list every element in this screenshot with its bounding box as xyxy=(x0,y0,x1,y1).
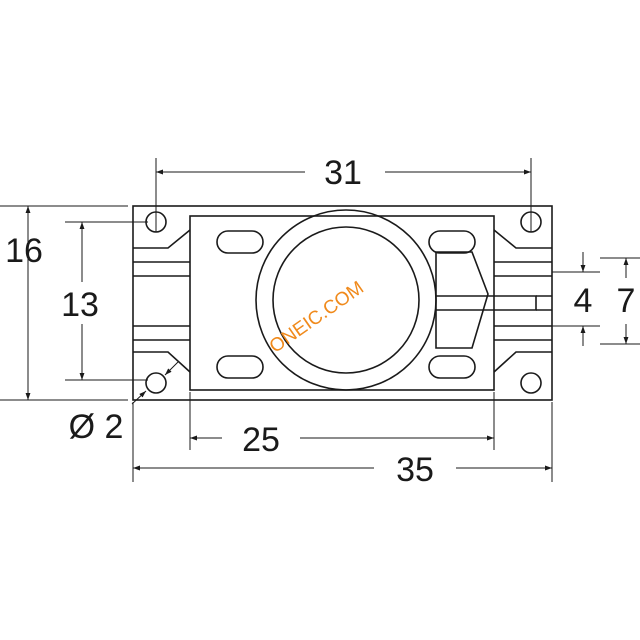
mounting-hole xyxy=(520,372,542,394)
dim-hole-diameter: Ø 2 xyxy=(69,361,179,446)
dim-label-13: 13 xyxy=(61,286,99,324)
dim-label-35: 35 xyxy=(396,451,434,489)
dim-overall-length: 35 xyxy=(132,402,553,489)
dim-body-length: 25 xyxy=(189,392,495,459)
dim-label-31: 31 xyxy=(324,154,362,192)
dim-label-4: 4 xyxy=(574,282,593,320)
dim-label-25: 25 xyxy=(242,421,280,459)
dim-label-7: 7 xyxy=(617,282,636,320)
dim-label-diameter: Ø 2 xyxy=(69,408,124,446)
dim-overall-height: 16 xyxy=(0,205,128,401)
dim-slot-outer: 7 xyxy=(600,257,640,345)
spring-blade xyxy=(435,251,489,349)
dim-hole-spacing: 31 xyxy=(155,154,532,232)
oblong-slots xyxy=(216,230,476,379)
watermark: ONEIC.COM xyxy=(266,277,368,357)
dim-inner-height: 13 xyxy=(61,221,148,381)
mounting-hole xyxy=(145,372,167,394)
dim-slot-width: 4 xyxy=(552,252,600,346)
dim-label-16: 16 xyxy=(5,232,43,270)
part-outline xyxy=(132,205,553,401)
